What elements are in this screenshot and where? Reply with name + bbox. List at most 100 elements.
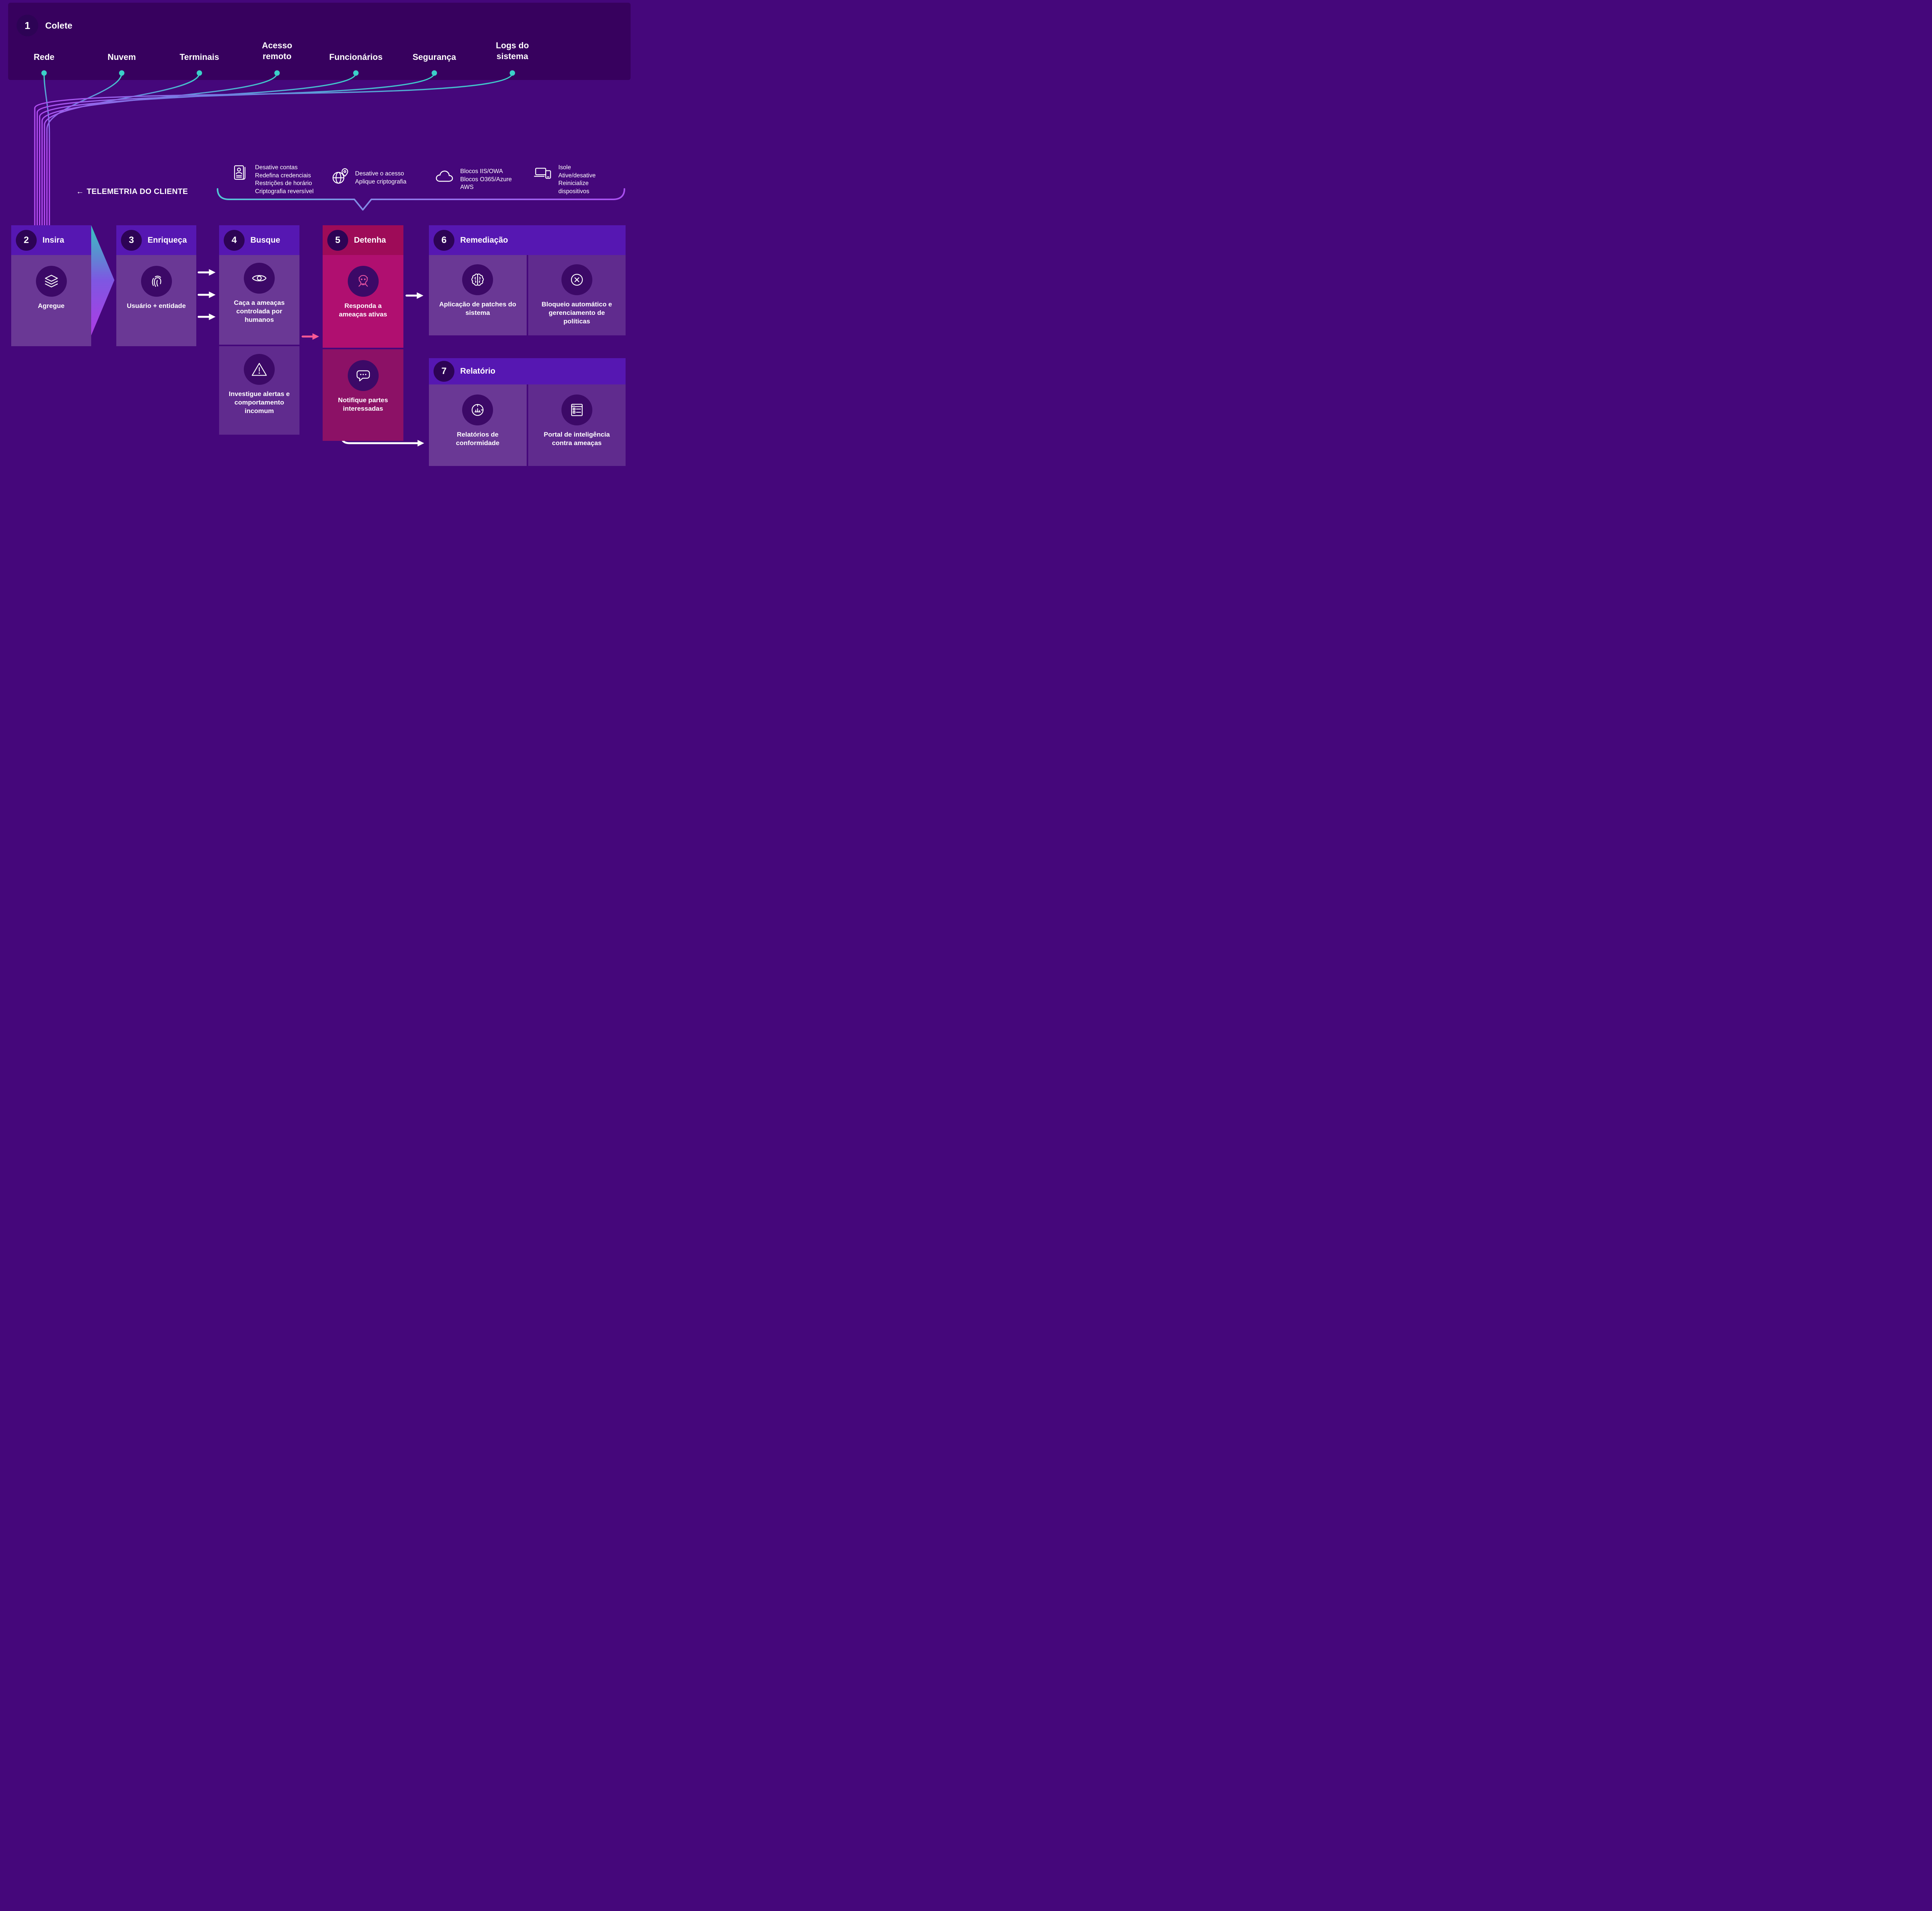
annotation-line: Ative/desative bbox=[558, 172, 596, 179]
annotation-line: Isole bbox=[558, 164, 571, 171]
busque-hunt-cell: Caça a ameaças controlada por humanos bbox=[219, 255, 299, 345]
hunt-icon-circle bbox=[244, 263, 275, 294]
step-title: Busque bbox=[250, 235, 281, 245]
annotation-group-devices: Isole Ative/desative Reinicialize dispos… bbox=[533, 164, 596, 196]
detenha-item-label: Notifique partes interessadas bbox=[338, 396, 388, 412]
busque-investigate-cell: Investigue alertas e comportamento incom… bbox=[219, 346, 299, 435]
step-header-relatorio: 7 Relatório bbox=[429, 358, 626, 384]
compliance-icon-circle bbox=[462, 394, 493, 425]
detenha-notify-cell: Notifique partes interessadas bbox=[323, 349, 403, 441]
infographic-canvas: 1 Colete Rede Nuvem Terminais Acesso rem… bbox=[0, 0, 644, 478]
relatorio-item-label: Relatórios de conformidade bbox=[456, 431, 500, 447]
agregue-icon-circle bbox=[36, 266, 67, 297]
telemetry-label-text: TELEMETRIA DO CLIENTE bbox=[87, 187, 188, 196]
brain-icon bbox=[471, 274, 484, 286]
relatorio-portal-cell: Portal de inteligência contra ameaças bbox=[528, 384, 626, 466]
busque-item-label: Investigue alertas e comportamento incom… bbox=[229, 390, 290, 415]
step-number-badge: 1 bbox=[17, 15, 38, 36]
annotation-line: Reinicialize bbox=[558, 180, 589, 187]
source-label-acesso-remoto: Acesso remoto bbox=[262, 41, 293, 61]
relatorio-item-label: Portal de inteligência contra ameaças bbox=[544, 431, 610, 447]
annotation-group-accounts: Desative contas Redefina credenciais Res… bbox=[231, 164, 314, 196]
insira-item-label: Agregue bbox=[38, 302, 65, 309]
step-number-badge: 7 bbox=[434, 361, 454, 382]
connector-line bbox=[39, 72, 357, 227]
relatorio-compliance-cell: Relatórios de conformidade bbox=[429, 384, 527, 466]
collect-band bbox=[8, 3, 631, 80]
step-title: Insira bbox=[43, 235, 65, 245]
source-label-rede: Rede bbox=[34, 52, 54, 62]
annotation-line: Blocos IIS/OWA bbox=[460, 168, 503, 175]
annotation-line: Blocos O365/Azure bbox=[460, 176, 512, 183]
annotation-line: Aplique criptografia bbox=[355, 178, 406, 185]
globe-pin-icon bbox=[332, 168, 348, 184]
step-number-badge: 5 bbox=[327, 230, 348, 251]
step-header-insira: 2 Insira bbox=[11, 225, 91, 255]
eye-icon bbox=[252, 275, 267, 281]
left-arrow-icon: ← bbox=[76, 187, 84, 196]
annotation-line: Restrições de horário bbox=[255, 180, 312, 187]
step-title: Enriqueça bbox=[148, 235, 187, 245]
detenha-respond-cell: Responda a ameaças ativas bbox=[323, 255, 403, 348]
portal-icon-circle bbox=[561, 394, 592, 425]
connector-line bbox=[43, 72, 50, 227]
connector-line bbox=[46, 72, 122, 227]
patch-icon-circle bbox=[462, 264, 493, 295]
telemetry-label: ← TELEMETRIA DO CLIENTE bbox=[76, 187, 188, 196]
chat-bubble-icon bbox=[356, 370, 370, 381]
insira-body: Agregue bbox=[11, 255, 91, 346]
report-chart-icon bbox=[471, 404, 484, 416]
cloud-icon bbox=[436, 170, 453, 182]
collect-header: 1 Colete bbox=[17, 15, 72, 36]
enriqueca-item-label: Usuário + entidade bbox=[127, 302, 186, 309]
gradient-flow-triangle bbox=[91, 225, 114, 335]
layers-icon bbox=[44, 275, 58, 287]
step-header-detenha: 5 Detenha bbox=[323, 225, 403, 255]
step-box-relatorio: 7 Relatório Relatórios de conformidade bbox=[429, 358, 626, 466]
connector-line bbox=[36, 72, 435, 227]
fingerprint-icon bbox=[151, 275, 161, 287]
devices-icon bbox=[534, 168, 551, 179]
step-number-badge: 4 bbox=[224, 230, 245, 251]
alert-icon-circle bbox=[244, 354, 275, 385]
x-circle-icon bbox=[571, 274, 583, 286]
step-header-busque: 4 Busque bbox=[219, 225, 299, 255]
connector-line bbox=[41, 72, 278, 227]
annotation-line: Criptografia reversível bbox=[255, 188, 314, 195]
remediacao-item-label: Bloqueio automático e gerenciamento de p… bbox=[541, 301, 612, 325]
annotation-group-blocks: Blocos IIS/OWA Blocos O365/Azure AWS bbox=[434, 167, 512, 192]
annotation-line: Desative o acesso bbox=[355, 170, 404, 177]
collect-title: Colete bbox=[45, 20, 73, 31]
source-label-logs: Logs do sistema bbox=[496, 41, 529, 61]
block-icon-circle bbox=[561, 264, 592, 295]
step-box-busque: 4 Busque Caça a ameaças controlada por h… bbox=[219, 225, 299, 435]
step-box-remediacao: 6 Remediação Aplicação de patches do sis… bbox=[429, 225, 626, 335]
source-label-terminais: Terminais bbox=[179, 52, 219, 62]
step-box-detenha: 5 Detenha Responda a ameaças ativas bbox=[323, 225, 403, 441]
step-title: Remediação bbox=[460, 235, 508, 245]
annotation-line: AWS bbox=[460, 184, 474, 190]
remediacao-patch-cell: Aplicação de patches do sistema bbox=[429, 255, 527, 335]
step-number-badge: 3 bbox=[121, 230, 142, 251]
step-title: Detenha bbox=[354, 235, 386, 245]
step-box-insira: 2 Insira Agregue bbox=[11, 225, 91, 346]
connector-line bbox=[44, 72, 200, 227]
source-label-nuvem: Nuvem bbox=[107, 52, 136, 62]
notify-icon-circle bbox=[347, 360, 379, 391]
annotation-line: Desative contas bbox=[255, 164, 298, 171]
telemetry-connector-lines bbox=[34, 72, 513, 227]
step-title: Relatório bbox=[460, 367, 496, 376]
enriqueca-body: Usuário + entidade bbox=[116, 255, 196, 346]
entidade-icon-circle bbox=[141, 266, 172, 297]
warning-triangle-icon bbox=[252, 363, 267, 376]
source-label-seguranca: Segurança bbox=[412, 52, 456, 62]
step-box-enriqueca: 3 Enriqueça Usuário + entidade bbox=[116, 225, 196, 346]
annotation-line: dispositivos bbox=[558, 188, 590, 195]
threat-icon-circle bbox=[347, 266, 379, 297]
source-label-funcionarios: Funcionários bbox=[329, 52, 383, 62]
busque-item-label: Caça a ameaças controlada por humanos bbox=[234, 299, 285, 323]
detenha-item-label: Responda a ameaças ativas bbox=[339, 302, 387, 318]
step-header-enriqueca: 3 Enriqueça bbox=[116, 225, 196, 255]
connector-line bbox=[34, 72, 513, 227]
step-number-badge: 2 bbox=[16, 230, 37, 251]
